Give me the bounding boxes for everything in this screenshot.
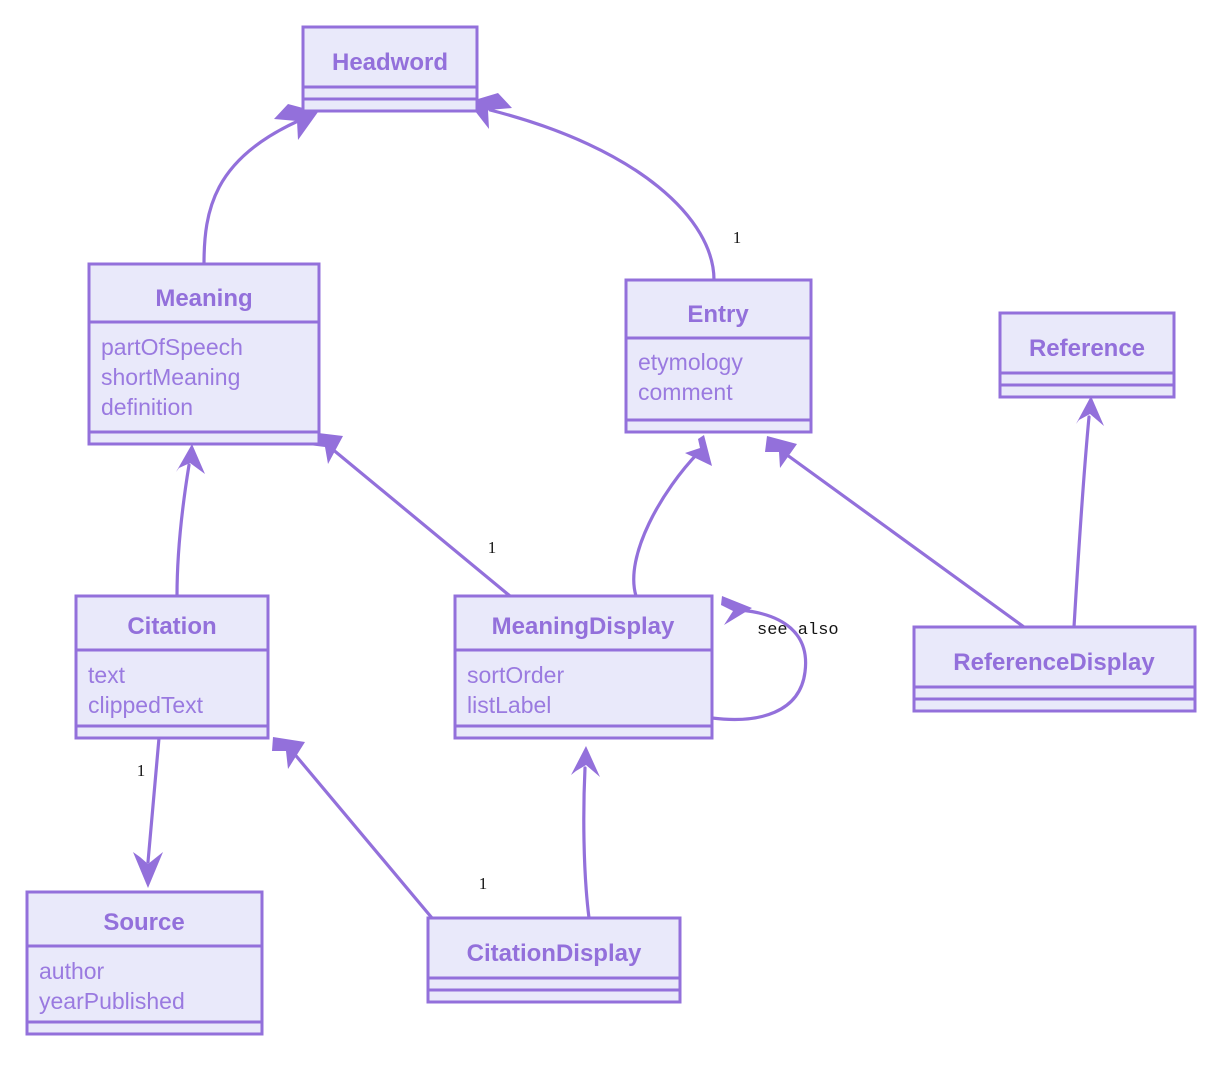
class-box-citationdisplay[interactable]: CitationDisplay [426,916,682,1004]
class-name: CitationDisplay [467,940,642,967]
multiplicity-label: 1 [479,874,488,893]
class-box-entry[interactable]: Entry etymology comment [624,278,813,434]
edge-citation-to-source[interactable] [133,736,163,888]
class-box-citation[interactable]: Citation text clippedText [74,594,270,740]
edge-citation-to-meaning[interactable] [175,444,205,598]
class-attribute: yearPublished [39,988,185,1014]
class-name: MeaningDisplay [492,613,675,640]
multiplicity-label: 1 [137,761,146,780]
class-name: ReferenceDisplay [953,649,1155,676]
multiplicity-label: 1 [733,228,742,247]
class-attribute: comment [638,379,733,405]
class-attribute: shortMeaning [101,364,240,390]
edge-labels-layer: 1 1 1 1 see also [137,228,839,893]
class-name: Citation [127,613,216,640]
class-box-meaning[interactable]: Meaning partOfSpeech shortMeaning defini… [87,262,321,446]
class-box-reference[interactable]: Reference [998,311,1176,399]
edge-citationdisplay-to-meaningdisplay[interactable] [571,746,600,920]
class-box-referencedisplay[interactable]: ReferenceDisplay [912,625,1197,713]
class-attribute: listLabel [467,692,551,718]
edge-meaningdisplay-self-see-also[interactable] [710,596,808,722]
edge-referencedisplay-to-reference[interactable] [1072,396,1104,629]
multiplicity-label: 1 [488,538,497,557]
class-attribute: partOfSpeech [101,334,243,360]
class-name: Source [103,909,184,936]
class-attribute: clippedText [88,692,204,718]
edges-layer [133,93,1104,920]
edge-meaningdisplay-to-meaning[interactable] [309,432,512,598]
class-name: Meaning [155,285,252,312]
class-attribute: text [88,662,126,688]
edge-referencedisplay-to-entry[interactable] [765,436,1026,629]
edge-meaning-to-headword[interactable] [202,104,318,266]
edge-citationdisplay-to-citation[interactable] [272,737,434,920]
class-box-meaningdisplay[interactable]: MeaningDisplay sortOrder listLabel [453,594,714,740]
edge-entry-to-headword[interactable] [468,93,716,282]
class-attribute: sortOrder [467,662,564,688]
class-attribute: definition [101,394,193,420]
class-attribute: etymology [638,349,743,375]
class-name: Entry [687,301,749,328]
class-box-headword[interactable]: Headword [301,25,479,113]
class-name: Headword [332,49,448,76]
class-attribute: author [39,958,105,984]
class-box-source[interactable]: Source author yearPublished [25,890,264,1036]
class-name: Reference [1029,335,1145,362]
edge-meaningdisplay-to-entry[interactable] [632,435,712,598]
see-also-label: see also [757,621,839,640]
